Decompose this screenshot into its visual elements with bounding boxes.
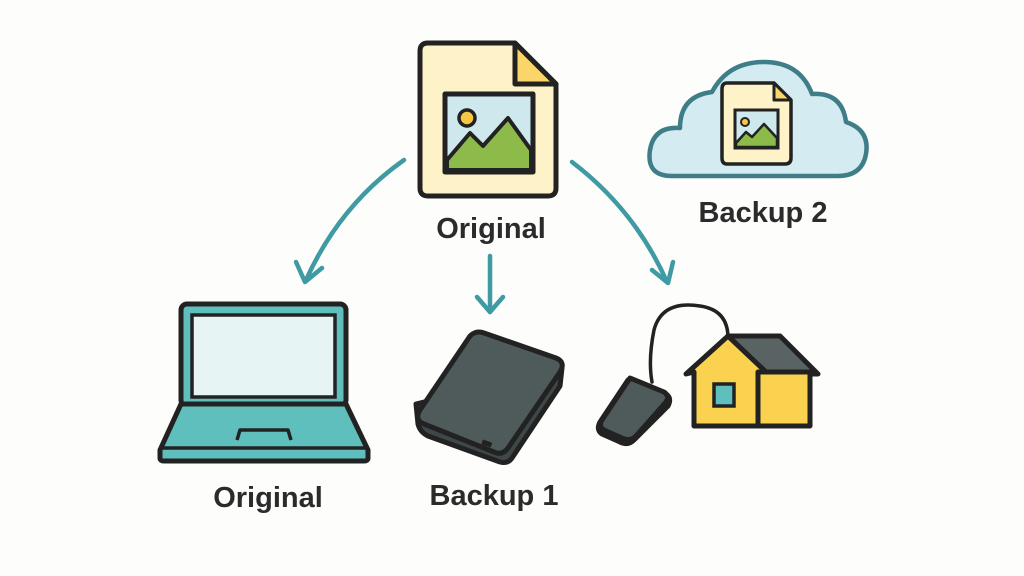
cloud-file-icon [720,81,793,166]
arrow-to-home-drive [569,159,676,286]
drive-label: Backup 1 [430,480,559,512]
cloud-backup-label: Backup 2 [699,197,828,229]
home-backup-icon [595,303,821,447]
cloud-icon [647,59,869,179]
portable-drive-icon [595,375,673,447]
original-file-label: Original [436,213,546,245]
arrow-to-drive [474,253,506,315]
laptop-label: Original [213,482,323,514]
arrow-to-laptop [293,157,407,285]
image-file-icon [417,40,559,199]
laptop-icon [157,301,371,464]
house-icon [683,333,821,429]
cable [648,303,730,384]
external-drive-icon [413,329,565,465]
